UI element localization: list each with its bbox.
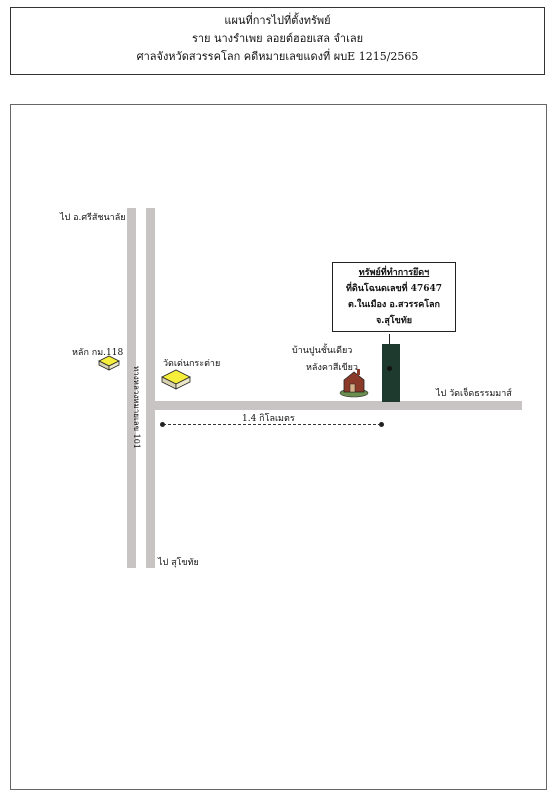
property-info-box: ทรัพย์ที่ทำการยึดฯ ที่ดินโฉนดเลขที่ 4764… <box>332 262 456 332</box>
property-deed: ที่ดินโฉนดเลขที่ 47647 <box>345 284 442 294</box>
km-marker-icon <box>98 355 120 371</box>
distance-label: 1.4 กิโลเมตร <box>242 414 295 424</box>
property-pointer-line <box>389 334 390 346</box>
party-line: ราย นางรำเพย ลอยต์ฮอยเสล จำเลย <box>191 32 364 45</box>
house-label-2: หลังคาสีเขียว <box>306 363 358 373</box>
distance-line <box>163 424 381 425</box>
property-title: ทรัพย์ที่ทำการยึดฯ <box>358 268 430 278</box>
distance-end-dot <box>379 422 384 427</box>
header-box: แผนที่การไปที่ตั้งทรัพย์ ราย นางรำเพย ลอ… <box>10 7 545 75</box>
house-icon <box>339 369 369 398</box>
label-to-srisatchanalai: ไป อ.ศรีสัชนาลัย <box>60 213 126 223</box>
road-horizontal <box>146 401 522 410</box>
property-province: จ.สุโขทัย <box>375 316 413 326</box>
distance-start-dot <box>160 422 165 427</box>
court-line: ศาลจังหวัดสวรรคโลก คดีหมายเลขแดงที่ ผบE … <box>136 50 419 63</box>
map-frame <box>10 104 547 790</box>
road-vertical-left <box>127 208 136 568</box>
label-to-sukhothai: ไป สุโขทัย <box>158 558 199 568</box>
temple-icon <box>161 369 191 390</box>
km-marker-label: หลัก กม.118 <box>72 348 124 358</box>
road-vertical-right <box>146 208 155 568</box>
temple-label: วัดเด่นกระต่าย <box>163 359 221 369</box>
map-title: แผนที่การไปที่ตั้งทรัพย์ <box>224 14 331 27</box>
house-label-1: บ้านปูนชั้นเดียว <box>292 346 353 356</box>
label-to-wat-chet: ไป วัดเจ็ดธรรมมาส์ <box>436 389 512 399</box>
property-location: ต.ในเมือง อ.สวรรคโลก <box>347 300 441 310</box>
property-marker-dot <box>387 366 392 371</box>
property-building-icon <box>382 344 400 402</box>
highway-label: ทางหลวงหมายเลข 101 <box>132 366 141 449</box>
